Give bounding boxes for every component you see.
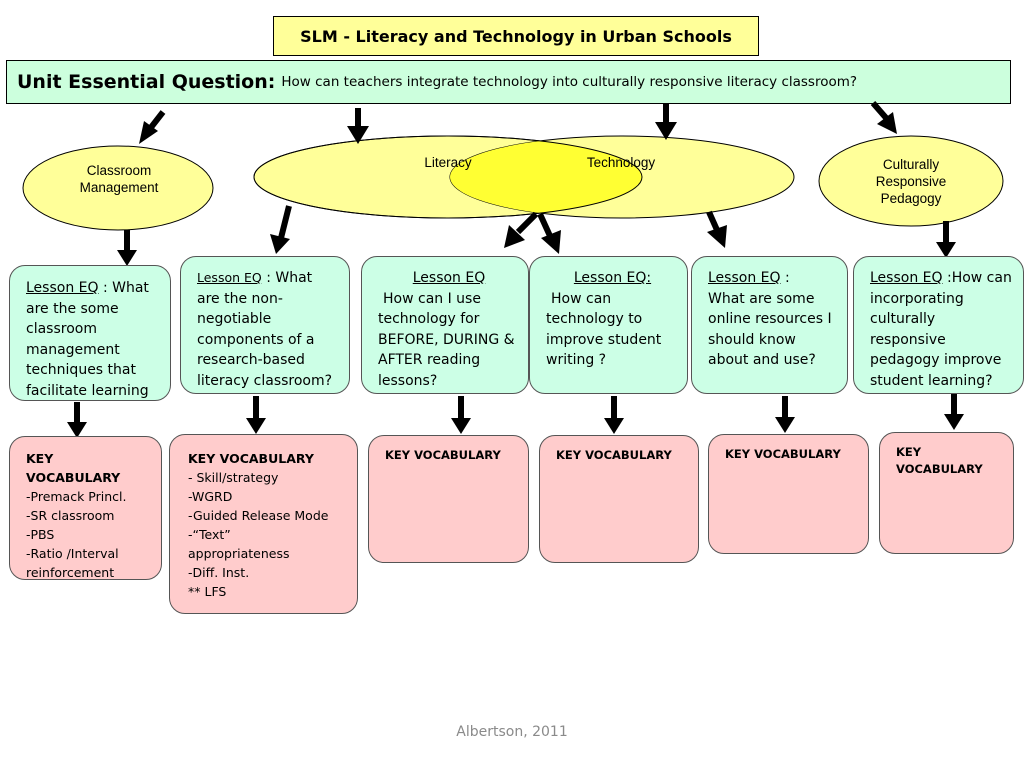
lesson-eq-text: How can incorporating culturally respons… xyxy=(870,270,1012,389)
lesson-eq-label: Lesson EQ xyxy=(708,270,781,286)
vocab-heading: KEY VOCABULARY xyxy=(896,445,983,476)
arrowhead-lesson4-to-vocab4 xyxy=(604,418,624,434)
vocab-heading: KEY VOCABULARY xyxy=(26,451,121,485)
vocab-heading: KEY VOCABULARY xyxy=(556,448,672,462)
vocab-item: -PBS xyxy=(26,527,55,542)
arrowhead-literacy-to-lesson2 xyxy=(270,234,290,254)
essential-question-label: Unit Essential Question: xyxy=(17,71,276,93)
arrowhead-lesson6-to-vocab6 xyxy=(944,414,964,430)
arrowhead-technology-to-lesson5 xyxy=(707,225,727,248)
classroom-management-label: Classroom Management xyxy=(44,162,194,196)
arrowhead-classroom-to-lesson1 xyxy=(117,250,137,266)
vocab-item: -Guided Release Mode xyxy=(188,508,329,523)
literacy-label: Literacy xyxy=(424,155,472,170)
arrowhead-crp-to-lesson6 xyxy=(936,242,956,258)
vocab-heading: KEY VOCABULARY xyxy=(188,451,314,466)
crp-label-line2: Responsive xyxy=(875,174,947,189)
lesson-eq-online-resources: Lesson EQ : What are some online resourc… xyxy=(691,256,848,394)
arrowhead-lesson2-to-vocab2 xyxy=(246,418,266,434)
lesson-eq-classroom: Lesson EQ : What are the some classroom … xyxy=(9,265,171,401)
vocab-item: -“Text” appropriateness xyxy=(188,527,290,561)
lesson-eq-sep: : xyxy=(942,270,952,286)
arrowhead-q-to-crp xyxy=(877,112,897,134)
vocab-item: -Ratio /Interval reinforcement xyxy=(26,546,119,580)
literacy-technology-overlap xyxy=(450,136,642,218)
classroom-label-line2: Management xyxy=(79,180,159,195)
arrow-technology-to-lesson5 xyxy=(706,210,720,232)
lesson-eq-literacy: Lesson EQ : What are the non-negotiable … xyxy=(180,256,350,394)
vocab-box-online-resources: KEY VOCABULARY xyxy=(708,434,869,554)
vocab-box-literacy: KEY VOCABULARY - Skill/strategy -WGRD -G… xyxy=(169,434,358,614)
vocab-item: -SR classroom xyxy=(26,508,115,523)
vocab-box-reading-tech: KEY VOCABULARY xyxy=(368,435,529,563)
essential-question-text: How can teachers integrate technology in… xyxy=(281,74,858,90)
arrowhead-q-to-technology xyxy=(655,122,677,140)
lesson-eq-text: What are the some classroom management t… xyxy=(26,280,149,399)
lesson-eq-writing-tech: Lesson EQ: How can technology to improve… xyxy=(529,256,688,394)
technology-label: Technology xyxy=(586,155,656,170)
lesson-eq-sep: : xyxy=(261,270,276,286)
vocab-item: -Diff. Inst. xyxy=(188,565,250,580)
arrowhead-q-to-classroom xyxy=(139,121,158,144)
arrowhead-overlap-to-lesson4 xyxy=(541,230,561,254)
arrow-overlap-to-lesson4 xyxy=(537,212,553,238)
vocab-item: - Skill/strategy xyxy=(188,470,279,485)
vocab-item: ** LFS xyxy=(188,584,227,599)
vocab-box-culturally-responsive: KEY VOCABULARY xyxy=(879,432,1014,554)
arrowhead-overlap-to-lesson3 xyxy=(504,225,525,248)
classroom-management-ellipse xyxy=(22,145,214,231)
vocab-heading: KEY VOCABULARY xyxy=(725,447,841,461)
classroom-label-line1: Classroom xyxy=(86,163,152,178)
lesson-eq-label: Lesson EQ: xyxy=(573,270,652,286)
arrow-literacy-to-lesson2 xyxy=(278,205,292,239)
vocab-item: -Premack Princl. xyxy=(26,489,127,504)
crp-label-line3: Pedagogy xyxy=(880,191,942,206)
arrowhead-lesson1-to-vocab1 xyxy=(67,422,87,438)
lesson-eq-text: How can I use technology for BEFORE, DUR… xyxy=(378,290,515,389)
vocab-heading: KEY VOCABULARY xyxy=(385,448,501,462)
arrow-overlap-to-lesson3 xyxy=(515,211,539,235)
arrowhead-lesson3-to-vocab3 xyxy=(451,418,471,434)
crp-label-line1: Culturally xyxy=(882,157,940,172)
lesson-eq-label: Lesson EQ xyxy=(870,270,943,286)
lesson-eq-sep: : xyxy=(98,280,113,296)
vocab-box-classroom: KEY VOCABULARY -Premack Princl. -SR clas… xyxy=(9,436,162,580)
lesson-eq-text: How can technology to improve student wr… xyxy=(546,290,662,369)
vocab-item: -WGRD xyxy=(188,489,233,504)
lesson-eq-reading-tech: Lesson EQ How can I use technology for B… xyxy=(361,256,529,394)
lesson-eq-label: Lesson EQ xyxy=(412,270,486,286)
culturally-responsive-ellipse xyxy=(818,135,1004,227)
lesson-eq-text: What are some online resources I should … xyxy=(708,290,832,369)
vocab-box-writing-tech: KEY VOCABULARY xyxy=(539,435,699,563)
diagram-title: SLM - Literacy and Technology in Urban S… xyxy=(273,16,759,56)
literacy-outline xyxy=(253,135,643,219)
lesson-eq-label: Lesson EQ xyxy=(197,270,262,285)
lesson-eq-culturally-responsive: Lesson EQ :How can incorporating cultura… xyxy=(853,256,1024,394)
arrowhead-lesson5-to-vocab5 xyxy=(775,417,795,433)
lesson-eq-text: What are the non-negotiable components o… xyxy=(197,270,333,389)
culturally-responsive-label: Culturally Responsive Pedagogy xyxy=(851,156,971,207)
lesson-eq-label: Lesson EQ xyxy=(26,280,99,296)
lesson-eq-sep: : xyxy=(780,270,790,286)
footer-credit: Albertson, 2011 xyxy=(456,724,568,740)
arrow-q-to-crp xyxy=(870,101,890,121)
essential-question-box: Unit Essential Question: How can teacher… xyxy=(6,60,1011,104)
arrowhead-q-to-literacy xyxy=(347,126,369,144)
